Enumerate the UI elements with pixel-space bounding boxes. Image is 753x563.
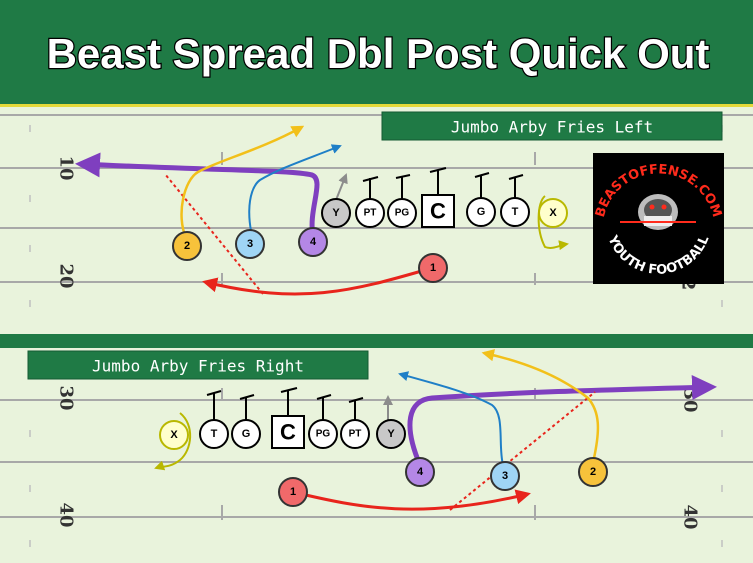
player-marker: [278, 477, 308, 507]
field-divider: [0, 334, 753, 348]
player-pg: PG: [308, 419, 338, 449]
player-marker: [355, 198, 385, 228]
player-marker: [235, 229, 265, 259]
svg-text:Jumbo Arby Fries Left: Jumbo Arby Fries Left: [451, 118, 653, 137]
player-3: 3: [235, 229, 265, 259]
player-marker: [578, 457, 608, 487]
player-label: PT: [364, 208, 377, 219]
player-t: T: [500, 197, 530, 227]
route-1-dotted: [449, 391, 596, 511]
route-1-out: [292, 489, 531, 511]
route-2: [481, 349, 600, 459]
player-label: PG: [316, 429, 331, 440]
player-label: G: [242, 428, 251, 440]
player-marker: [321, 198, 351, 228]
yard-number: 10: [56, 155, 77, 180]
player-pg: PG: [387, 198, 417, 228]
player-label: 2: [184, 240, 190, 252]
yard-number: 30: [680, 387, 701, 412]
player-1: 1: [278, 477, 308, 507]
player-label: X: [549, 207, 557, 219]
players-bottom: X T G C PG PT Y 4 3 2 1: [159, 415, 608, 507]
header-accent-line: [0, 104, 753, 107]
yard-number: 30: [56, 385, 77, 410]
player-label: Y: [387, 428, 395, 440]
yard-number: 40: [56, 502, 77, 527]
route-y: [335, 173, 348, 201]
player-t: T: [199, 419, 229, 449]
beast-mascot-icon: [620, 194, 696, 230]
player-y: Y: [321, 198, 351, 228]
player-4: 4: [405, 457, 435, 487]
player-x: X: [538, 198, 568, 228]
player-marker: [405, 457, 435, 487]
player-marker: [418, 253, 448, 283]
player-3: 3: [490, 461, 520, 491]
route-x-return: [154, 412, 192, 471]
route-4-post: [75, 152, 320, 237]
header-banner: [0, 0, 753, 104]
route-1-dotted: [164, 173, 264, 295]
player-2: 2: [172, 231, 202, 261]
player-pt: PT: [340, 419, 370, 449]
player-marker: [490, 461, 520, 491]
beastoffense-logo: BEASTOFFENSE.COM YOUTH FOOTBALL: [593, 153, 724, 284]
route-3: [398, 371, 504, 466]
player-c: C: [421, 194, 455, 228]
player-pt: PT: [355, 198, 385, 228]
player-label: T: [512, 206, 519, 218]
player-label: 4: [310, 236, 317, 248]
player-y: Y: [376, 419, 406, 449]
player-label: Y: [332, 207, 340, 219]
player-c: C: [271, 415, 305, 449]
yard-number: 20: [56, 263, 77, 288]
play-label-bottom: Jumbo Arby Fries Right: [27, 350, 369, 380]
player-marker: [387, 198, 417, 228]
player-2: 2: [578, 457, 608, 487]
player-label: G: [477, 206, 486, 218]
player-marker: [159, 420, 189, 450]
svg-text:Jumbo Arby Fries Right: Jumbo Arby Fries Right: [92, 357, 304, 376]
player-marker: [538, 198, 568, 228]
player-marker: [231, 419, 261, 449]
page-title: Beast Spread Dbl Post Quick Out: [47, 30, 710, 77]
player-label: 4: [417, 466, 424, 478]
player-4: 4: [298, 227, 328, 257]
player-marker: [466, 197, 496, 227]
player-marker: [340, 419, 370, 449]
player-marker: [421, 194, 455, 228]
player-label: C: [280, 420, 296, 445]
player-label: 3: [502, 470, 508, 482]
player-g: G: [466, 197, 496, 227]
player-label: X: [170, 429, 178, 441]
player-marker: [199, 419, 229, 449]
player-marker: [271, 415, 305, 449]
player-label: PG: [395, 208, 410, 219]
route-3: [248, 144, 342, 253]
player-label: PT: [349, 429, 362, 440]
player-x: X: [159, 420, 189, 450]
player-label: 2: [590, 466, 596, 478]
player-marker: [172, 231, 202, 261]
yard-number: 40: [680, 504, 701, 529]
play-label-top: Jumbo Arby Fries Left: [381, 111, 723, 141]
player-label: 1: [430, 262, 436, 274]
player-label: 3: [247, 238, 253, 250]
player-g: G: [231, 419, 261, 449]
player-marker: [500, 197, 530, 227]
route-1-out: [202, 266, 433, 296]
player-1: 1: [418, 253, 448, 283]
route-2: [180, 125, 305, 239]
players-top: Y PT PG C G T X 2 3 4 1: [172, 194, 568, 283]
field-bottom: 30 30 40 40: [0, 348, 753, 563]
player-marker: [308, 419, 338, 449]
player-label: C: [430, 199, 446, 224]
player-label: 1: [290, 486, 296, 498]
player-marker: [298, 227, 328, 257]
player-label: T: [211, 428, 218, 440]
player-marker: [376, 419, 406, 449]
routes-bottom: [154, 349, 717, 511]
